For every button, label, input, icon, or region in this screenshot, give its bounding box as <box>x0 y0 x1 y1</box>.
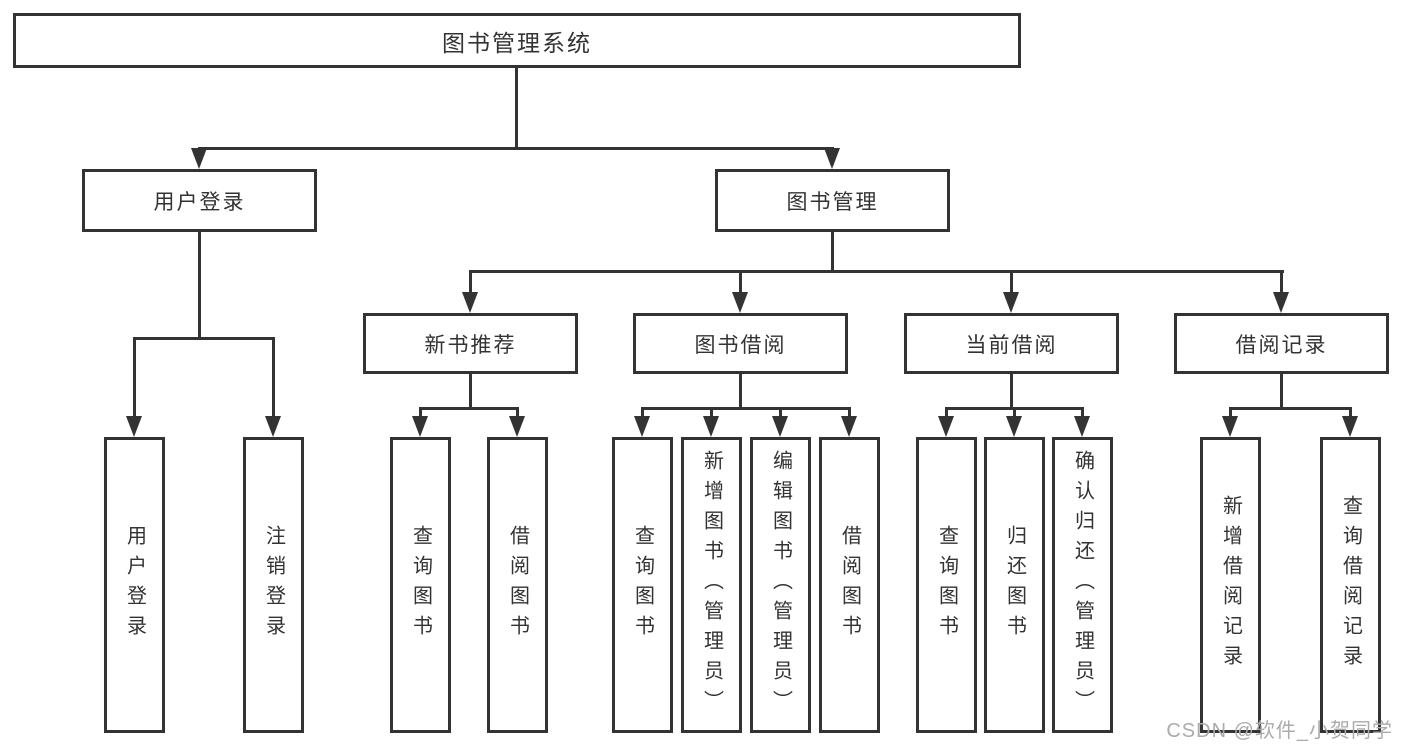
connector-line <box>710 407 713 419</box>
node-label: 当前借阅 <box>965 333 1058 357</box>
connector-line <box>198 232 201 340</box>
connector-line <box>1229 407 1352 410</box>
connector-line <box>1081 407 1084 419</box>
node-label: 图书管理系统 <box>442 29 592 56</box>
node-borrow-books-under-recommendation: 借阅图书 <box>487 437 548 733</box>
node-edit-books-admin: 编辑图书（管理员） <box>750 437 811 733</box>
arrow-down-icon <box>772 416 788 437</box>
arrow-down-icon <box>703 416 719 437</box>
node-label: 确认归还（管理员） <box>1071 450 1094 720</box>
node-current-borrowing: 当前借阅 <box>904 313 1119 374</box>
node-label: 查询图书 <box>409 525 432 645</box>
connector-line <box>1010 374 1013 410</box>
connector-line <box>1280 374 1283 410</box>
node-label: 用户登录 <box>123 525 146 645</box>
arrow-down-icon <box>412 416 428 437</box>
arrow-down-icon <box>1222 416 1238 437</box>
node-label: 图书管理 <box>786 190 879 214</box>
node-label: 借阅图书 <box>506 525 529 645</box>
node-confirm-return-admin: 确认归还（管理员） <box>1052 437 1113 733</box>
connector-line <box>1229 407 1232 419</box>
node-label: 用户登录 <box>153 190 246 214</box>
node-query-books-under-current: 查询图书 <box>916 437 977 733</box>
arrow-down-icon <box>191 148 207 169</box>
arrow-down-icon <box>634 416 650 437</box>
connector-line <box>516 407 519 419</box>
node-label: 新增借阅记录 <box>1219 495 1242 675</box>
node-label: 查询图书 <box>935 525 958 645</box>
connector-line <box>779 407 782 419</box>
connector-line <box>198 147 834 150</box>
node-user-login: 用户登录 <box>82 169 317 232</box>
arrow-down-icon <box>1003 292 1019 313</box>
node-label: 借阅图书 <box>838 525 861 645</box>
arrow-down-icon <box>1006 416 1022 437</box>
node-query-books-under-borrowing: 查询图书 <box>612 437 673 733</box>
connector-line <box>272 340 275 418</box>
node-label: 查询图书 <box>631 525 654 645</box>
node-book-borrowing: 图书借阅 <box>633 313 848 374</box>
arrow-down-icon <box>509 416 525 437</box>
node-new-book-recommendation: 新书推荐 <box>363 313 578 374</box>
connector-line <box>641 407 644 419</box>
connector-line <box>469 273 472 295</box>
connector-line <box>945 407 948 419</box>
connector-line <box>641 407 851 410</box>
node-label: 归还图书 <box>1003 525 1026 645</box>
connector-line <box>515 68 518 150</box>
connector-line <box>848 407 851 419</box>
arrow-down-icon <box>462 292 478 313</box>
connector-line <box>469 374 472 410</box>
node-book-management: 图书管理 <box>715 169 950 232</box>
csdn-watermark: CSDN @软件_小贺同学 <box>1166 720 1393 742</box>
node-borrowing-records: 借阅记录 <box>1174 313 1389 374</box>
node-label: 查询借阅记录 <box>1339 495 1362 675</box>
arrow-down-icon <box>824 148 840 169</box>
connector-line <box>739 374 742 410</box>
arrow-down-icon <box>841 416 857 437</box>
node-add-books-admin: 新增图书（管理员） <box>681 437 742 733</box>
node-label: 注销登录 <box>262 525 285 645</box>
arrow-down-icon <box>1273 292 1289 313</box>
connector-line <box>1013 407 1016 419</box>
arrow-down-icon <box>1342 416 1358 437</box>
arrow-down-icon <box>1074 416 1090 437</box>
node-logout: 注销登录 <box>243 437 304 733</box>
connector-line <box>419 407 519 410</box>
connector-line <box>419 407 422 419</box>
arrow-down-icon <box>938 416 954 437</box>
node-label: 借阅记录 <box>1235 333 1328 357</box>
connector-line <box>831 232 834 273</box>
node-borrow-books-under-borrowing: 借阅图书 <box>819 437 880 733</box>
node-label: 图书借阅 <box>694 333 787 357</box>
connector-line <box>1349 407 1352 419</box>
arrow-down-icon <box>732 292 748 313</box>
connector-line <box>1280 273 1283 295</box>
connector-line <box>1010 273 1013 295</box>
connector-line <box>133 337 275 340</box>
connector-line <box>133 340 136 418</box>
node-library-management-system: 图书管理系统 <box>13 13 1021 68</box>
connector-line <box>739 273 742 295</box>
node-label: 编辑图书（管理员） <box>769 450 792 720</box>
node-user-login-leaf: 用户登录 <box>104 437 165 733</box>
node-return-books: 归还图书 <box>984 437 1045 733</box>
arrow-down-icon <box>265 416 281 437</box>
connector-line <box>469 270 1284 273</box>
arrow-down-icon <box>126 416 142 437</box>
node-add-borrow-record: 新增借阅记录 <box>1200 437 1261 733</box>
node-query-books-under-recommendation: 查询图书 <box>390 437 451 733</box>
node-label: 新增图书（管理员） <box>700 450 723 720</box>
node-query-borrow-record: 查询借阅记录 <box>1320 437 1381 733</box>
node-label: 新书推荐 <box>424 333 517 357</box>
